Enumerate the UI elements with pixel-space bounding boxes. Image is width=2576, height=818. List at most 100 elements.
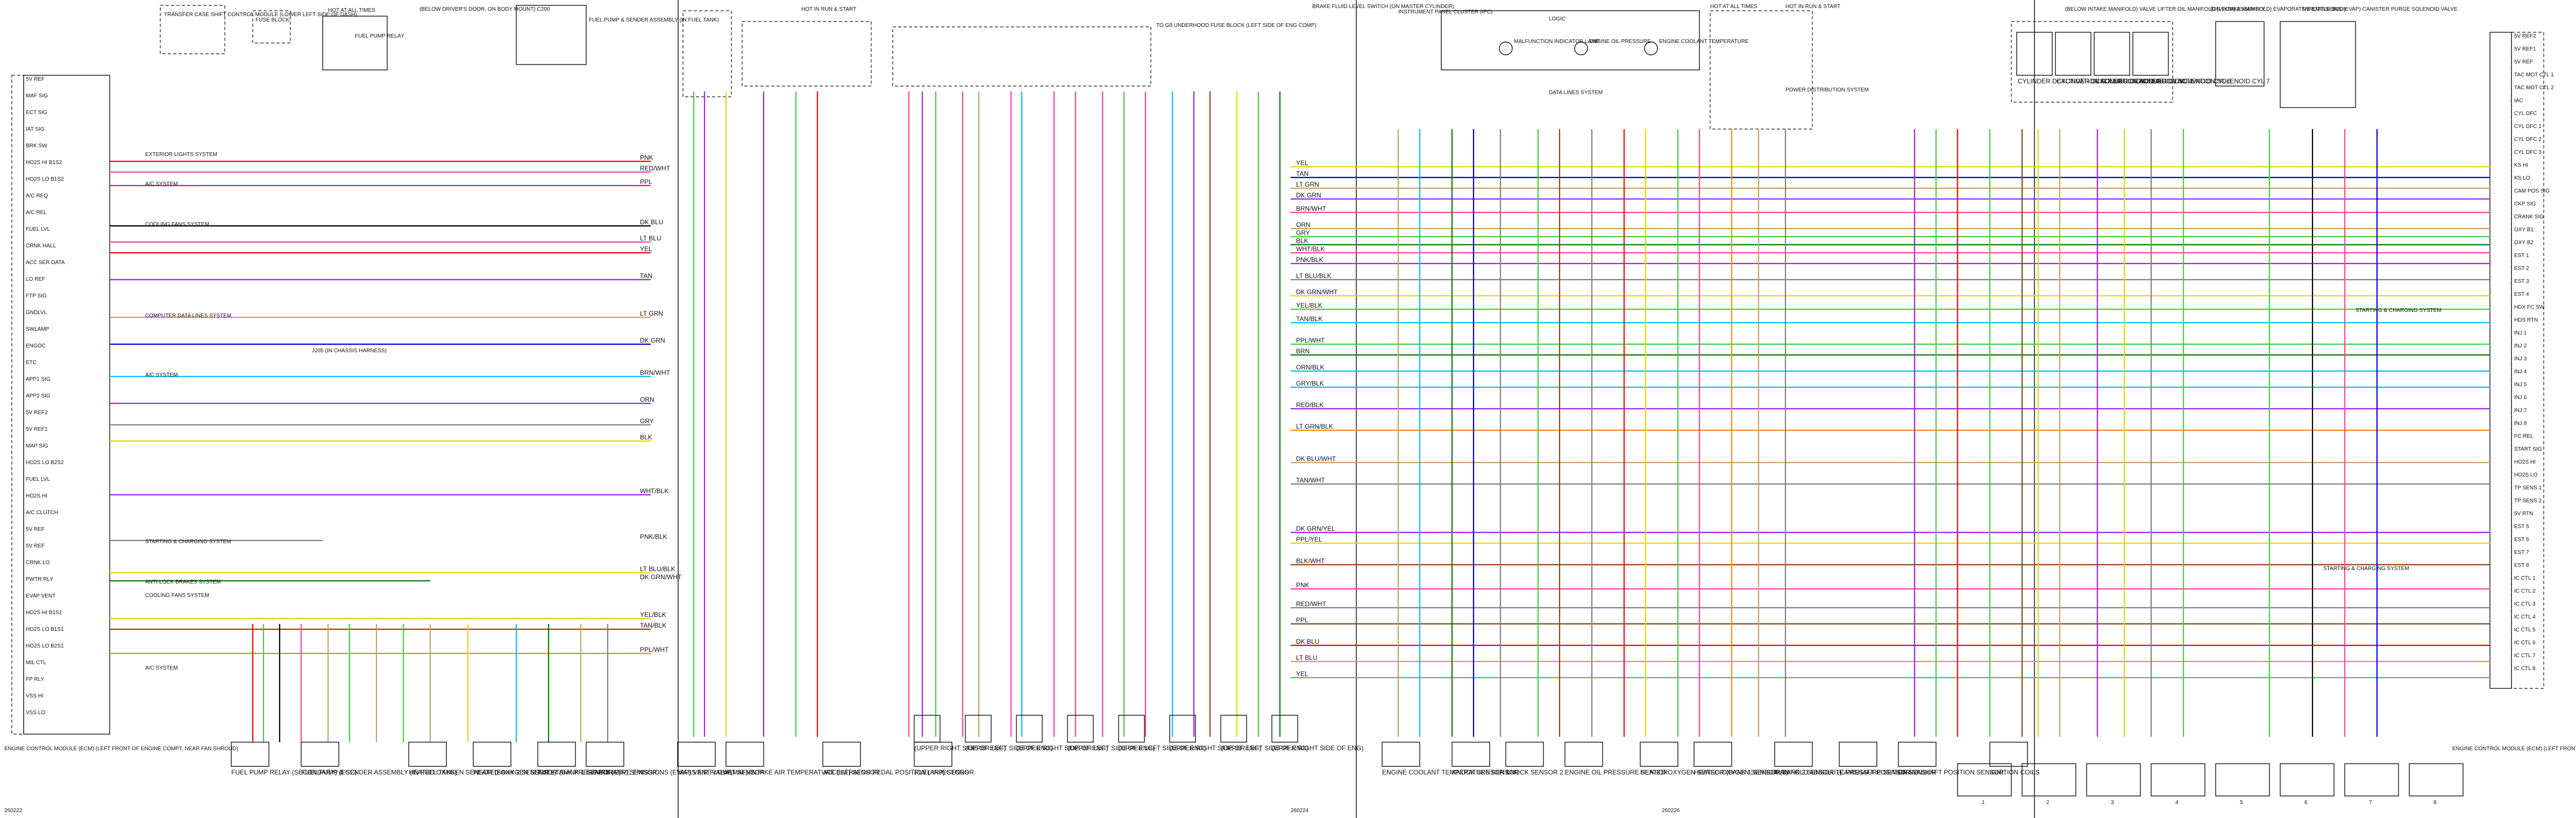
cyl-deact-solenoid-label: CYLINDER DEACTIVATION SOLENOID CYL 4 (2056, 77, 2193, 85)
left-ecm-pin-label: FUEL LVL (26, 476, 50, 482)
system-antilock: ANTI-LOCK BRAKES SYSTEM (145, 579, 221, 585)
right-ecm-pin-label: 5V REF2 (2514, 33, 2536, 39)
right-ecm-pin-label: 5V REF1 (2514, 46, 2536, 52)
wire-color-label: PPL (1296, 616, 1308, 624)
data-lines-label: DATA LINES SYSTEM (1549, 90, 1603, 96)
bottom-component-label: KNOCK SENSOR 2 (1506, 769, 1563, 776)
left-ecm-pin-label: MAF SIG (26, 93, 48, 99)
right-ecm-pin-label: HDS RTN (2514, 317, 2538, 323)
right-ecm-pin-label: IC CTL 5 (2514, 627, 2536, 633)
fuse-block-5-box (1710, 10, 1813, 130)
wire-color-label: YEL (1296, 670, 1308, 678)
bottom-component-box (408, 742, 447, 767)
right-ecm-pin-label: TP SENS 1 (2514, 485, 2542, 491)
right-ecm-pin-label: HDX FC SW (2514, 304, 2545, 310)
left-ecm-pin-label: ETC (26, 360, 37, 366)
cyl-deact-solenoid-label: CYLINDER DEACTIVATION SOLENOID CYL 6 (2095, 77, 2231, 85)
top-middle-components: HOT IN RUN & START TO G9 UNDERHOOD FUSE … (682, 6, 1317, 97)
fuel-injector-box (1016, 715, 1043, 743)
right-ecm-pin-label: CYL DFC 1 (2514, 124, 2542, 130)
page-code-3: 260226 (1662, 808, 1680, 814)
transfer-case-label: TRANSFER CASE SHIFT CONTROL MODULE (LOWE… (164, 12, 357, 18)
right-ecm-pin-label: IC CTL 8 (2514, 666, 2536, 672)
system-ac-2: A/C SYSTEM (145, 372, 178, 378)
fuel-injector-box (1271, 715, 1298, 743)
bottom-component-box (537, 742, 576, 767)
left-ecm-pin-label: FUEL LVL (26, 226, 50, 232)
wire-color-label: BLK (1296, 237, 1308, 245)
hot-note-2: HOT AT ALL TIMES (1710, 4, 1757, 10)
page-code-2: 260224 (1291, 808, 1309, 814)
top-right-middle-components: BRAKE FLUID LEVEL SWITCH (ON MASTER CYLI… (1312, 4, 1869, 130)
fuel-injector-label: (UPPER RIGHT SIDE OF ENG) (1272, 744, 1363, 752)
ignition-coil-number: 5 (2240, 800, 2243, 806)
fuel-pump-relay-box (322, 16, 388, 70)
wire-color-label: RED/WHT (1296, 600, 1327, 608)
right-ecm-pin-label: EST 2 (2514, 266, 2529, 272)
fuse-block-2-box (682, 10, 732, 97)
logic-label: LOGIC (1549, 16, 1565, 22)
bottom-component-label: ACCELERATOR PEDAL POSITION (APP) SENSOR (823, 769, 974, 776)
left-ecm-module: ENGINE CONTROL MODULE (ECM) (LEFT FRONT … (4, 75, 238, 752)
system-cooling-fans-2: COOLING FANS SYSTEM (145, 593, 209, 599)
transfer-case-module-box (160, 5, 225, 54)
fuel-pump-sender-label: FUEL PUMP & SENDER ASSEMBLY (IN FUEL TAN… (589, 17, 719, 23)
cyl-deact-solenoid-box (2055, 32, 2091, 76)
bottom-component-label: HEATED OXYGEN SENSOR (BANK 2 SENSOR 1) (1694, 769, 1842, 776)
fuse-block-3-box (742, 21, 872, 87)
wire-color-label: PPL (640, 178, 652, 186)
system-starting-charging: STARTING & CHARGING SYSTEM (145, 539, 231, 545)
throttle-body-label: THROTTLE BODY (2302, 6, 2347, 12)
ignition-coil-box (2344, 763, 2399, 796)
system-computer-data: COMPUTER DATA LINES SYSTEM (145, 313, 231, 319)
bottom-components: FUEL PUMP RELAY (SECONDARY) (ECC)FUEL PU… (231, 715, 2464, 806)
right-ecm-pin-label: START SIG (2514, 446, 2542, 452)
right-ecm-pin-label: FC REL (2514, 433, 2534, 439)
left-ecm-pin-label: 5V REF (26, 543, 45, 549)
right-ecm-pin-label: INJ 2 (2514, 343, 2527, 349)
ignition-coil-box (2086, 763, 2141, 796)
brake-fluid-note: BRAKE FLUID LEVEL SWITCH (ON MASTER CYLI… (1312, 4, 1454, 10)
wire-color-label: RED/WHT (640, 165, 671, 172)
bottom-component-label: FUEL TANK PRESSURE (FTP) SENSOR (538, 769, 657, 776)
bottom-component-label: MANIFOLD ABSOLUTE PRESSURE SENSOR (1775, 769, 1910, 776)
vlom-assembly-box (2011, 21, 2173, 103)
right-ecm-pin-label: INJ 5 (2514, 382, 2527, 388)
fuel-injector-box (1220, 715, 1247, 743)
ignition-coil-number: 2 (2046, 800, 2050, 806)
left-ecm-pin-label: GNDLVL (26, 310, 47, 316)
system-cooling-fans: COOLING FANS SYSTEM (145, 222, 209, 227)
ignition-coil-number: 6 (2304, 800, 2308, 806)
fuse-block-box (252, 10, 291, 44)
wire-color-label: BRN/WHT (1296, 205, 1327, 212)
mil-lamp-icon (1499, 41, 1513, 55)
right-ecm-module: ENGINE CONTROL MODULE (ECM) (LEFT FRONT … (2452, 32, 2576, 752)
wire-color-label: DK BLU (640, 218, 663, 226)
ignition-coil-number: 8 (2433, 800, 2437, 806)
wire-color-label: PNK (640, 154, 653, 161)
bottom-component-box (301, 742, 339, 767)
j205-connector-note: J205 (IN CHASSIS HARNESS) (312, 348, 387, 354)
wire-color-label: LT GRN (1296, 181, 1319, 188)
wire-color-label: TAN/BLK (640, 622, 666, 629)
fuel-pump-relay-label: FUEL PUMP RELAY (355, 33, 404, 39)
ignition-coil-box (2409, 763, 2464, 796)
left-ecm-pin-label: FTP SIG (26, 293, 47, 299)
wire-color-label: LT BLU/BLK (1296, 272, 1332, 280)
left-ecm-pin-label: MIL CTL (26, 660, 46, 666)
bottom-component-label: HEATED OXYGEN SENSOR (BANK 1 SENSOR 2) (473, 769, 621, 776)
bottom-component-box (1640, 742, 1678, 767)
right-ecm-pin-label: EST 5 (2514, 524, 2529, 530)
left-ecm-pin-label: HO2S HI (26, 493, 47, 499)
cyl-deact-solenoid-box (2132, 32, 2169, 76)
left-ecm-pin-label: HO2S HI B1S1 (26, 610, 62, 616)
top-left-components: TRANSFER CASE SHIFT CONTROL MODULE (LOWE… (160, 5, 719, 70)
bottom-component-label: EVAPORATIVE EMISSIONS (EVAP) VENT VALVE (586, 769, 732, 776)
bottom-component-label: FUEL PUMP & SENDER ASSEMBLY (IN FUEL TAN… (301, 769, 457, 776)
fuel-injector-label: (UPPER LEFT SIDE OF ENG) (1068, 744, 1155, 752)
right-ecm-pin-label: INJ 3 (2514, 356, 2527, 362)
left-ecm-pin-label: VSS HI (26, 693, 44, 699)
wire-color-label: YEL (1296, 159, 1308, 167)
left-ecm-pin-label: ENGOC (26, 343, 46, 349)
cyl-deact-solenoid-box (2016, 32, 2053, 76)
